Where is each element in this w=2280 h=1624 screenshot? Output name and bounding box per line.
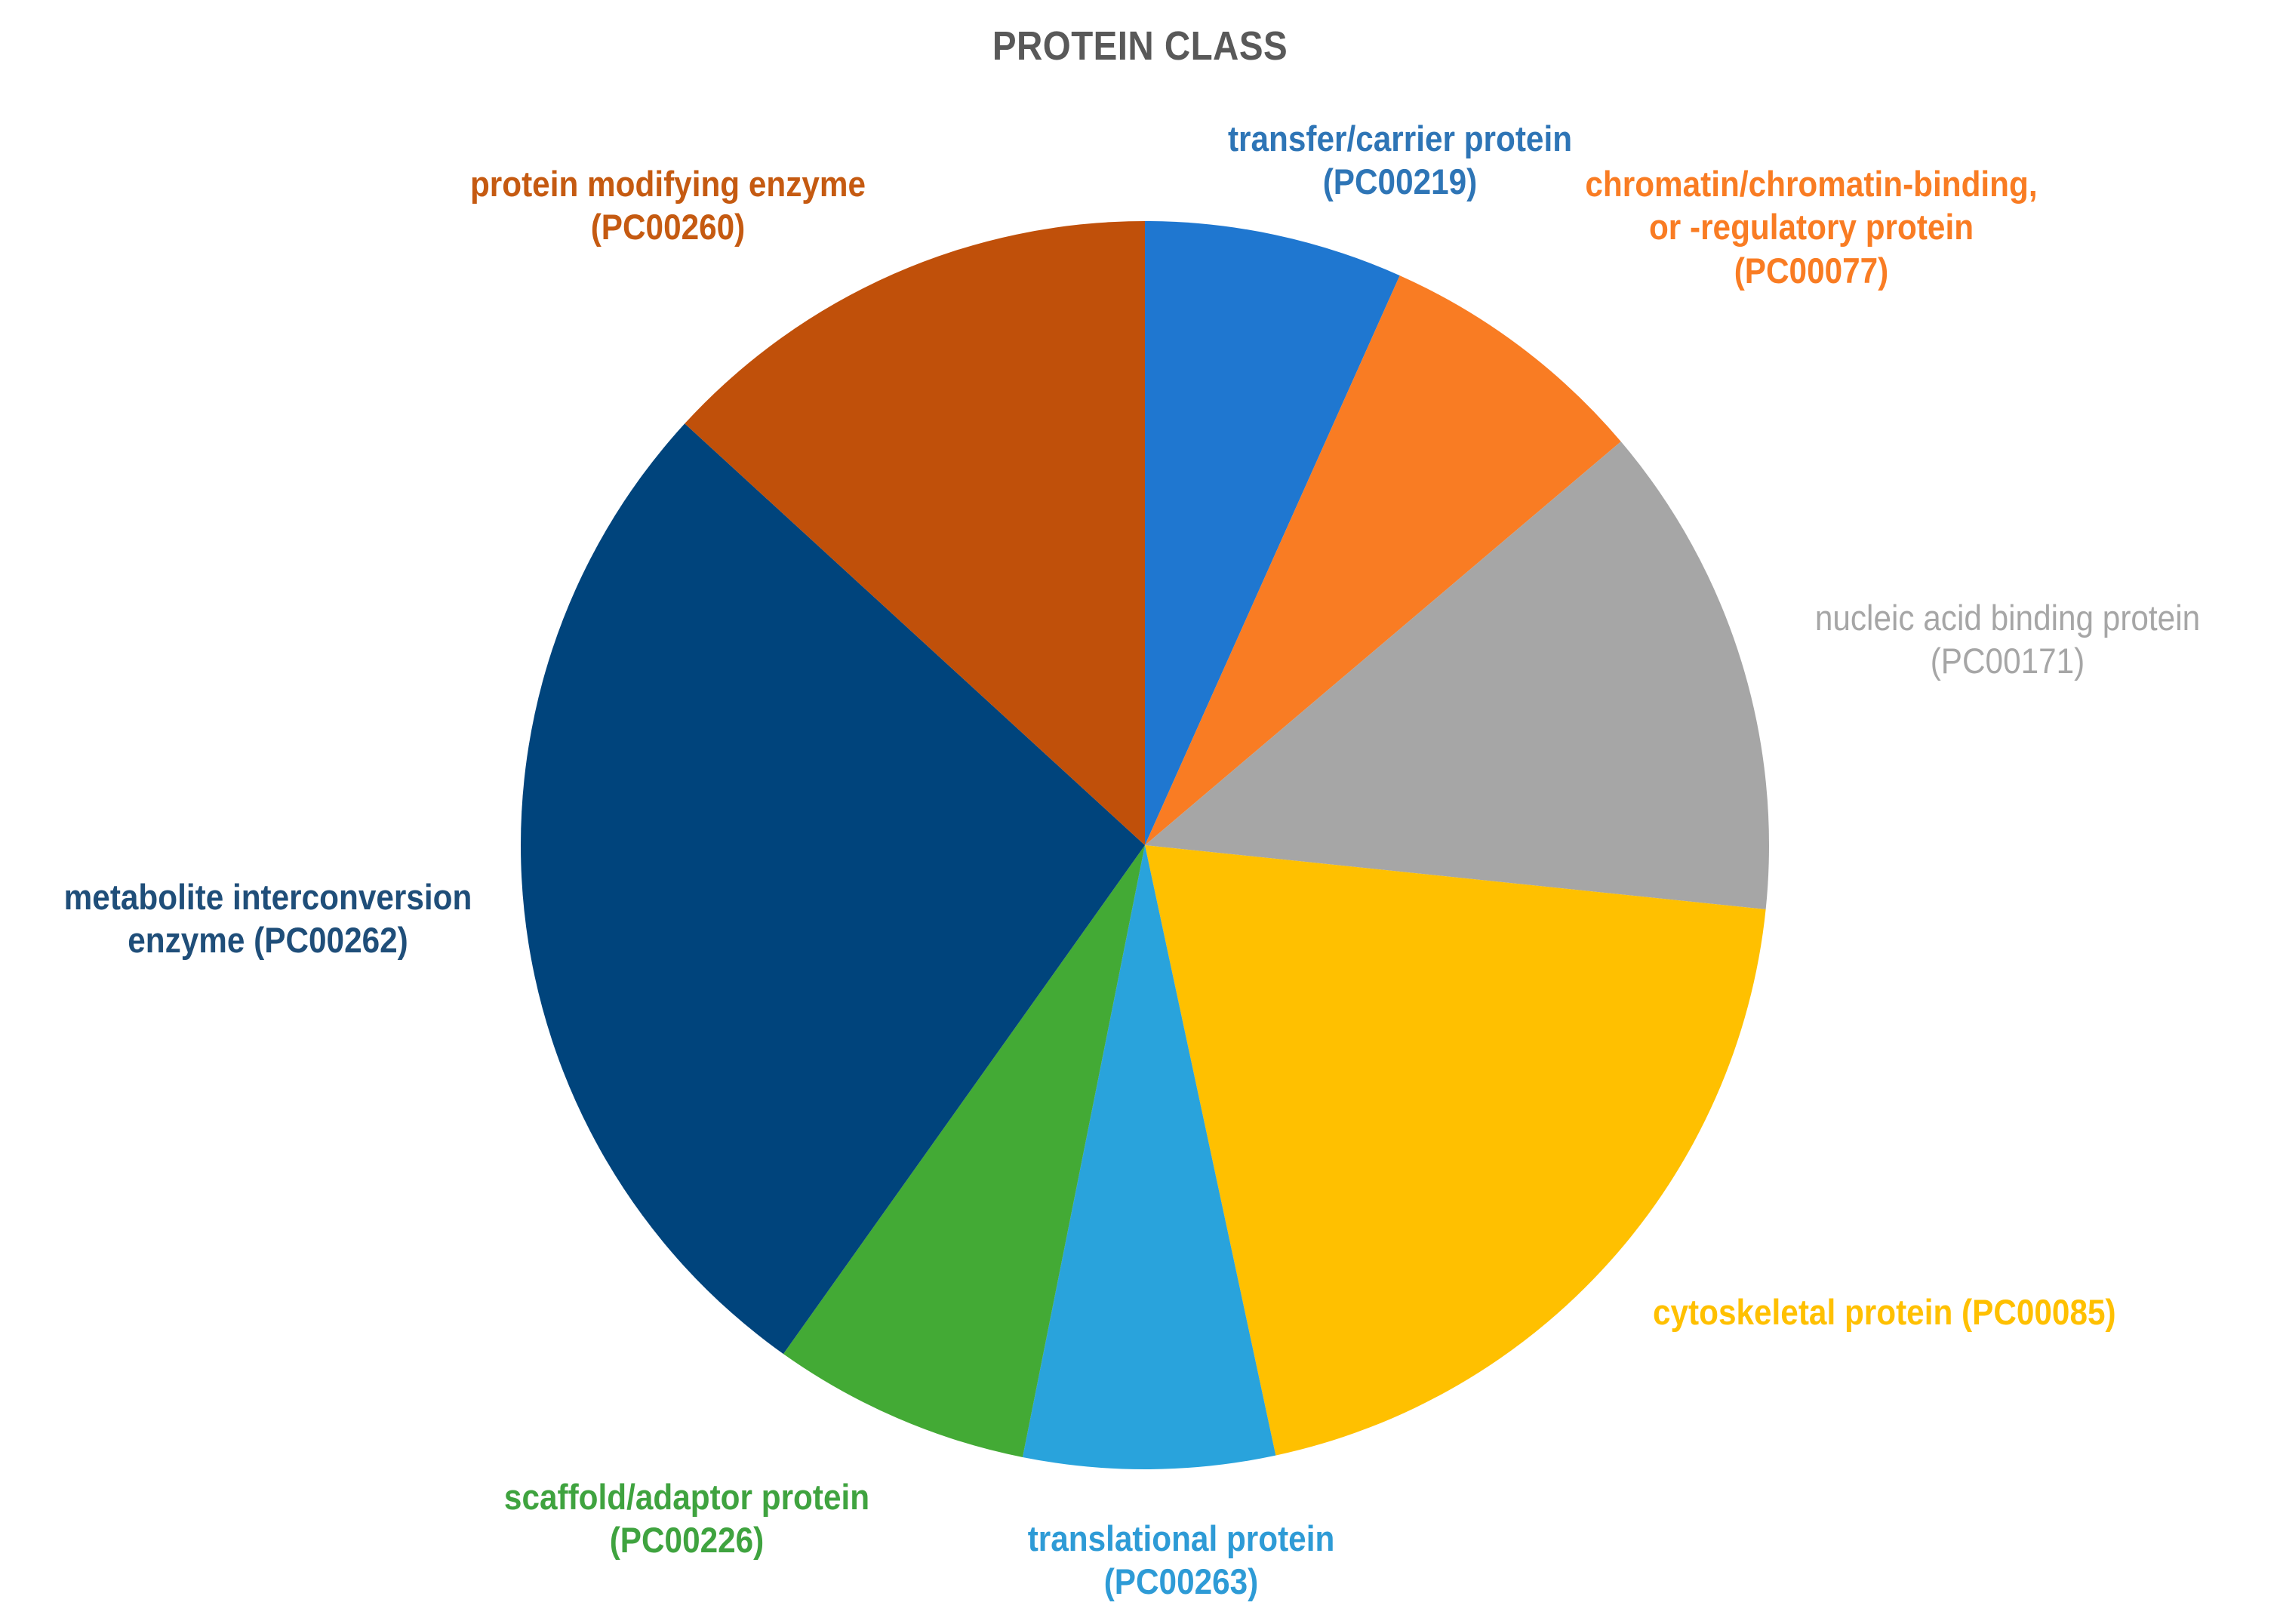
slice-label-line: nucleic acid binding protein xyxy=(1814,598,2201,638)
slice-label-code: (PC00171) xyxy=(1930,641,2085,681)
pie-slice-pc00263[interactable] xyxy=(1022,845,1276,1470)
slice-label-cytoskeletal-protein: cytoskeletal protein (PC00085) xyxy=(1653,1290,2181,1333)
slice-label-line: or -regulatory protein xyxy=(1648,207,1974,248)
pie-slice-pc00226[interactable] xyxy=(783,845,1145,1457)
slice-label-transfer-carrier-protein: transfer/carrier protein (PC00219) xyxy=(1166,117,1634,204)
slice-label-line: transfer/carrier protein xyxy=(1227,118,1573,158)
chart-title: PROTEIN CLASS xyxy=(992,23,1288,69)
slice-label-code: (PC00077) xyxy=(1734,250,1889,291)
slice-label-chromatin-binding-protein: chromatin/chromatin-binding, or -regulat… xyxy=(1532,162,2091,292)
slice-label-nucleic-acid-binding-protein: nucleic acid binding protein (PC00171) xyxy=(1743,596,2272,683)
slice-label-code: (PC00263) xyxy=(1103,1561,1259,1602)
slice-label-line: chromatin/chromatin-binding, xyxy=(1585,164,2038,204)
slice-label-scaffold-adaptor-protein: scaffold/adaptor protein (PC00226) xyxy=(453,1475,921,1562)
pie-slice-pc00260[interactable] xyxy=(685,221,1145,845)
pie-slice-pc00219[interactable] xyxy=(1145,221,1400,845)
slice-label-line: protein modifying enzyme xyxy=(469,164,866,204)
pie-slice-pc00171[interactable] xyxy=(1145,441,1770,910)
slice-label-line: scaffold/adaptor protein xyxy=(503,1477,870,1517)
slice-label-metabolite-interconversion-enzyme: metabolite interconversion enzyme (PC002… xyxy=(23,875,513,962)
slice-label-code: (PC00226) xyxy=(609,1520,765,1561)
slice-label-line: translational protein xyxy=(1027,1518,1335,1558)
slice-label-code: (PC00260) xyxy=(590,207,746,248)
pie-slice-group xyxy=(520,221,1770,1470)
slice-label-line: cytoskeletal protein (PC00085) xyxy=(1653,1292,2116,1332)
slice-label-code: (PC00219) xyxy=(1322,161,1478,202)
pie-slice-pc00085[interactable] xyxy=(1145,845,1766,1456)
slice-label-translational-protein: translational protein (PC00263) xyxy=(947,1517,1415,1604)
slice-label-line: metabolite interconversion xyxy=(63,877,472,917)
slice-label-code: enzyme (PC00262) xyxy=(128,920,408,961)
pie-slice-pc00077[interactable] xyxy=(1145,275,1621,846)
slice-label-protein-modifying-enzyme: protein modifying enzyme (PC00260) xyxy=(419,162,917,249)
pie-slice-pc00262[interactable] xyxy=(520,423,1145,1355)
